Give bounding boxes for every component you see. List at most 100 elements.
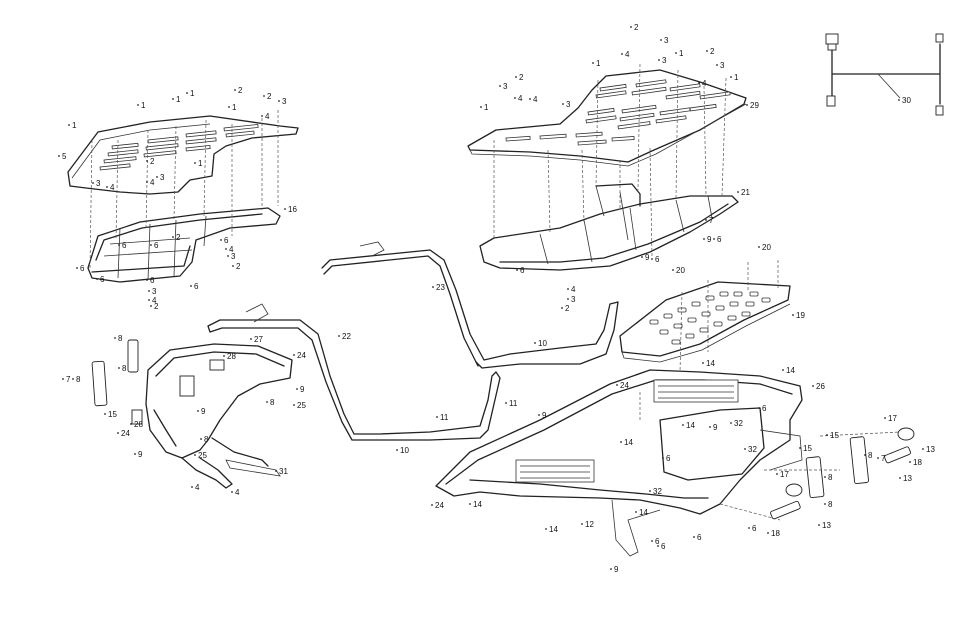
- callout-leader-dot: [864, 454, 866, 456]
- callout-label: 6: [655, 537, 660, 546]
- callout-label: 9: [707, 235, 712, 244]
- callout-leader-dot: [431, 504, 433, 506]
- callout-label: 14: [639, 508, 648, 517]
- callout-label: 2: [710, 47, 715, 56]
- callout-label: 1: [176, 95, 181, 104]
- callout-leader-dot: [190, 285, 192, 287]
- callout-leader-dot: [106, 186, 108, 188]
- callout-leader-dot: [538, 414, 540, 416]
- callout-leader-dot: [146, 279, 148, 281]
- callout-leader-dot: [118, 244, 120, 246]
- callout-label: 8: [204, 435, 209, 444]
- callout-label: 14: [549, 525, 558, 534]
- callout-leader-dot: [767, 532, 769, 534]
- callout-label: 8: [122, 364, 127, 373]
- callout-leader-dot: [231, 491, 233, 493]
- callout-leader-dot: [225, 248, 227, 250]
- rear-rack-platform: [467, 69, 747, 167]
- callout-leader-dot: [227, 255, 229, 257]
- callout-label: 9: [138, 450, 143, 459]
- callout-leader-dot: [744, 448, 746, 450]
- callout-leader-dot: [130, 423, 132, 425]
- callout-leader-dot: [716, 64, 718, 66]
- callout-label: 13: [903, 474, 912, 483]
- callout-leader-dot: [186, 92, 188, 94]
- callout-label: 6: [762, 404, 767, 413]
- callout-label: 6: [150, 276, 155, 285]
- callout-label: 6: [717, 235, 722, 244]
- callout-leader-dot: [698, 82, 700, 84]
- callout-label: 17: [888, 414, 897, 423]
- callout-label: 3: [571, 295, 576, 304]
- callout-label: 1: [484, 103, 489, 112]
- callout-label: 13: [926, 445, 935, 454]
- callout-leader-dot: [705, 219, 707, 221]
- callout-leader-dot: [228, 106, 230, 108]
- callout-leader-dot: [672, 269, 674, 271]
- callout-label: 6: [666, 454, 671, 463]
- callout-leader-dot: [818, 524, 820, 526]
- callout-leader-dot: [713, 238, 715, 240]
- callout-leader-dot: [117, 432, 119, 434]
- callout-leader-dot: [746, 104, 748, 106]
- callout-leader-dot: [826, 434, 828, 436]
- callout-label: 28: [134, 420, 143, 429]
- callout-leader-dot: [877, 457, 879, 459]
- callout-label: 2: [565, 304, 570, 313]
- callout-leader-dot: [592, 62, 594, 64]
- callout-leader-dot: [792, 314, 794, 316]
- callout-leader-dot: [812, 385, 814, 387]
- callout-leader-dot: [172, 236, 174, 238]
- callout-label: 6: [154, 241, 159, 250]
- callout-leader-dot: [68, 124, 70, 126]
- callout-leader-dot: [232, 265, 234, 267]
- callout-label: 3: [231, 252, 236, 261]
- callout-label: 1: [141, 101, 146, 110]
- callout-label: 23: [436, 283, 445, 292]
- callout-leader-dot: [884, 417, 886, 419]
- callout-leader-dot: [824, 503, 826, 505]
- wire-harness: [825, 33, 944, 116]
- callout-leader-dot: [610, 568, 612, 570]
- callout-leader-dot: [702, 362, 704, 364]
- callout-label: 18: [771, 529, 780, 538]
- callout-label: 11: [509, 399, 518, 408]
- callout-label: 32: [734, 419, 743, 428]
- callout-label: 16: [288, 205, 297, 214]
- callout-label: 8: [868, 451, 873, 460]
- callout-label: 3: [664, 36, 669, 45]
- callout-label: 9: [614, 565, 619, 574]
- callout-label: 3: [160, 173, 165, 182]
- callout-leader-dot: [146, 181, 148, 183]
- callout-leader-dot: [278, 100, 280, 102]
- callout-label: 24: [121, 429, 130, 438]
- callout-label: 9: [713, 423, 718, 432]
- callout-leader-dot: [630, 26, 632, 28]
- front-bumper: [91, 339, 293, 489]
- callout-label: 32: [748, 445, 757, 454]
- callout-label: 2: [519, 73, 524, 82]
- callout-leader-dot: [562, 103, 564, 105]
- callout-label: 20: [762, 243, 771, 252]
- callout-label: 6: [100, 275, 105, 284]
- callout-leader-dot: [275, 470, 277, 472]
- callout-leader-dot: [148, 290, 150, 292]
- callout-label: 6: [520, 266, 525, 275]
- callout-label: 7: [881, 454, 886, 463]
- callout-label: 20: [676, 266, 685, 275]
- callout-label: 7: [709, 216, 714, 225]
- main-frame: [435, 369, 915, 557]
- callout-leader-dot: [293, 354, 295, 356]
- callout-label: 4: [702, 79, 707, 88]
- callout-label: 32: [653, 487, 662, 496]
- callout-leader-dot: [118, 367, 120, 369]
- callout-leader-dot: [730, 76, 732, 78]
- callout-label: 14: [706, 359, 715, 368]
- callout-label: 3: [566, 100, 571, 109]
- callout-leader-dot: [649, 490, 651, 492]
- callout-label: 14: [786, 366, 795, 375]
- callout-label: 15: [803, 444, 812, 453]
